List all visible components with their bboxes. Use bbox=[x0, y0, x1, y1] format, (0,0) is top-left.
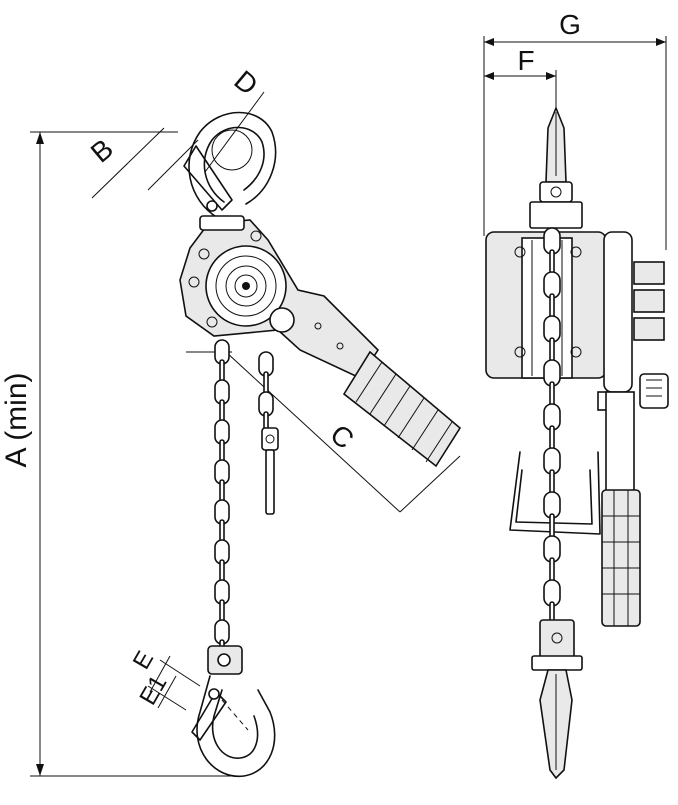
top-hook bbox=[183, 111, 277, 219]
top-hook-front bbox=[529, 105, 583, 229]
dimension-c-label: C bbox=[324, 418, 359, 455]
side-view: A (min) D B bbox=[0, 64, 462, 778]
dimension-b: B bbox=[85, 127, 199, 199]
dimension-e1-label: E1 bbox=[134, 671, 172, 710]
dimension-e: E E1 bbox=[128, 647, 201, 711]
dimension-a-label: A (min) bbox=[0, 372, 33, 467]
bottom-hook bbox=[191, 645, 276, 778]
dimension-f: F bbox=[484, 45, 557, 108]
dimension-e-label: E bbox=[128, 647, 159, 674]
hoist-body bbox=[179, 215, 380, 380]
hoist-body-front bbox=[485, 231, 669, 411]
dimension-f-label: F bbox=[517, 45, 534, 76]
slack-chain bbox=[258, 351, 274, 437]
dimension-a: A (min) bbox=[0, 131, 238, 777]
front-view: G F bbox=[483, 9, 669, 780]
dimension-d-label: D bbox=[228, 64, 263, 101]
load-chain-left bbox=[214, 339, 230, 665]
dimension-b-label: B bbox=[85, 133, 119, 169]
lever-handle-front bbox=[601, 391, 641, 627]
lever-handle bbox=[342, 350, 462, 468]
dimension-d: D bbox=[204, 64, 265, 173]
load-chain-front bbox=[543, 227, 561, 629]
bottom-hook-front bbox=[531, 619, 583, 780]
dimension-g-label: G bbox=[559, 9, 581, 40]
chain-stop-pin bbox=[261, 427, 279, 515]
dimension-g: G bbox=[483, 9, 667, 250]
